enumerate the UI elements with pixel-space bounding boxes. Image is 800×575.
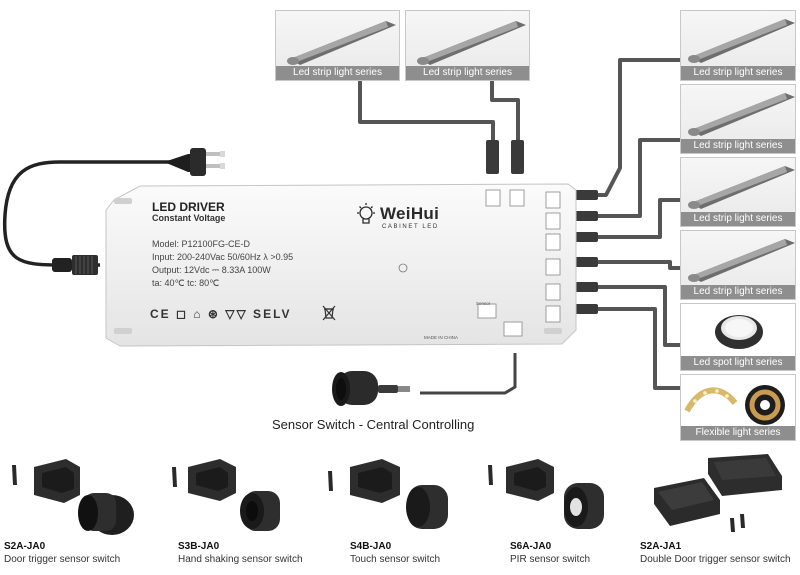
power-plug-icon — [164, 148, 225, 176]
product-card-right-2: Led strip light series — [680, 84, 796, 154]
central-controlling-label: Sensor Switch - Central Controlling — [272, 417, 475, 432]
door-trigger-switch-image — [12, 459, 134, 535]
brand-tagline: CABINET LED — [382, 224, 439, 230]
flexible-strip-image — [684, 385, 785, 425]
double-door-switch-image — [654, 454, 782, 532]
certification-marks: CE ◻ ⌂ ⊛ ▽▽ SELV — [150, 307, 292, 321]
switch-code: S3B-JA0 — [178, 541, 220, 552]
driver-subtitle: Constant Voltage — [152, 213, 226, 223]
card-caption: Flexible light series — [681, 426, 795, 440]
card-caption: Led spot light series — [681, 356, 795, 370]
card-caption: Led strip light series — [681, 139, 795, 153]
switch-code: S6A-JA0 — [510, 541, 552, 552]
driver-input: Input: 200-240Vac 50/60Hz λ >0.95 — [152, 252, 294, 262]
weee-bin-icon — [322, 305, 336, 321]
switch-name: Double Door trigger sensor switch — [640, 554, 791, 565]
strip-profile-image — [417, 21, 526, 65]
product-card-spot: Led spot light series — [680, 303, 796, 371]
card-caption: Led strip light series — [406, 66, 529, 80]
sensor-port-label: Sensor — [476, 301, 491, 306]
driver-output: Output: 12Vdc ⎓ 8.33A 100W — [152, 265, 271, 275]
switch-name: Door trigger sensor switch — [4, 554, 121, 565]
card-caption: Led strip light series — [681, 285, 795, 299]
switch-code: S2A-JA0 — [4, 541, 46, 552]
product-card-top-2: Led strip light series — [405, 10, 530, 81]
sensor-eye-icon — [332, 371, 410, 406]
pir-switch-image — [488, 459, 604, 529]
dc-jack-connector — [52, 255, 98, 275]
spot-light-image — [715, 315, 763, 349]
card-caption: Led strip light series — [681, 66, 795, 80]
switch-name: Touch sensor switch — [350, 554, 441, 565]
switch-name: Hand shaking sensor switch — [178, 554, 303, 565]
product-card-right-4: Led strip light series — [680, 230, 796, 300]
driver-title: LED DRIVER — [152, 200, 225, 214]
product-card-right-1: Led strip light series — [680, 10, 796, 81]
strip-profile-image — [688, 93, 795, 136]
driver-model: Model: P12100FG-CE-D — [152, 239, 251, 249]
card-caption: Led strip light series — [681, 212, 795, 226]
product-card-flexible: Flexible light series — [680, 374, 796, 441]
strip-profile-image — [688, 239, 795, 282]
switch-code: S2A-JA1 — [640, 541, 682, 552]
led-driver-box — [105, 183, 577, 347]
card-caption: Led strip light series — [276, 66, 399, 80]
product-card-top-1: Led strip light series — [275, 10, 400, 81]
strip-profile-image — [287, 21, 396, 65]
touch-switch-image — [328, 459, 448, 529]
strip-profile-image — [688, 166, 795, 209]
product-card-right-3: Led strip light series — [680, 157, 796, 227]
hand-shaking-switch-image — [172, 459, 280, 531]
bulb-logo-icon — [357, 203, 375, 224]
switch-code: S4B-JA0 — [350, 541, 392, 552]
switch-name: PIR sensor switch — [510, 554, 591, 565]
brand-name: WeiHui — [380, 204, 440, 223]
strip-profile-image — [688, 19, 795, 63]
made-in-label: MADE IN CHINA — [424, 335, 459, 340]
driver-temps: ta: 40℃ tc: 80℃ — [152, 278, 220, 288]
